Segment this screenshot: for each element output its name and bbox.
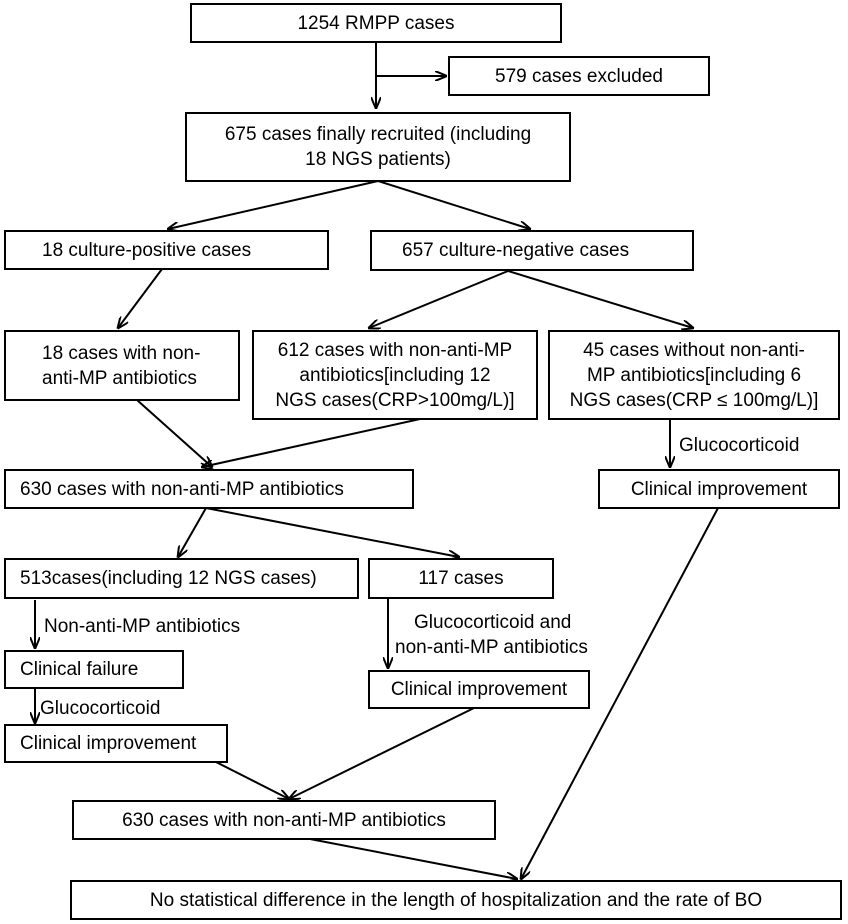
arrow-recruited-to-culture-pos: [168, 180, 379, 229]
box-45-line3: NGS cases(CRP ≤ 100mg/L)]: [569, 389, 819, 411]
box-612-line3: NGS cases(CRP>100mg/L)]: [275, 389, 515, 411]
box-clinical-improvement-right-text: Clinical improvement: [630, 478, 808, 500]
box-recruited-cases: 675 cases finally recruited (including 1…: [185, 112, 571, 182]
box-culture-negative: 657 culture-negative cases: [370, 230, 694, 271]
box-clinical-improvement-left-text: Clinical improvement: [20, 733, 197, 754]
box-45-cases: 45 cases without non-anti- MP antibiotic…: [548, 330, 840, 420]
arrow-culture-pos-to-nonanti: [118, 268, 163, 328]
label-glucocorticoid-right: Glucocorticoid: [679, 435, 800, 456]
arrow-left-improvement-to-final: [215, 761, 289, 799]
arrow-right-improvement-to-conclusion: [521, 507, 719, 879]
box-excluded-cases: 579 cases excluded: [448, 56, 710, 96]
arrow-culture-neg-to-45: [507, 270, 693, 328]
box-clinical-improvement-left: Clinical improvement: [4, 724, 228, 763]
box-recruited-line1: 675 cases finally recruited (including: [224, 124, 532, 145]
box-clinical-improvement-right: Clinical improvement: [598, 469, 840, 509]
box-clinical-improvement-mid: Clinical improvement: [368, 670, 590, 709]
box-630-cases-text: 630 cases with non-anti-MP antibiotics: [20, 478, 344, 500]
label-glucocorticoid-and: Glucocorticoid and: [414, 612, 572, 633]
arrow-630-to-513: [178, 507, 207, 557]
box-positive-non-anti-mp-line1: 18 cases with non-: [42, 342, 201, 364]
box-117-cases: 117 cases: [368, 558, 554, 599]
box-culture-negative-text: 657 culture-negative cases: [402, 240, 630, 261]
arrow-pos-nonanti-to-630: [136, 399, 212, 467]
box-culture-positive-text: 18 culture-positive cases: [42, 239, 252, 261]
box-630-cases: 630 cases with non-anti-MP antibiotics: [4, 469, 414, 509]
arrow-culture-neg-to-612: [369, 270, 509, 328]
box-rmpp-cases: 1254 RMPP cases: [190, 3, 562, 43]
box-positive-non-anti-mp-line2: anti-MP antibiotics: [42, 367, 197, 389]
box-excluded-cases-text: 579 cases excluded: [495, 65, 663, 87]
arrow-612-to-630: [202, 418, 421, 467]
box-513-cases: 513cases(including 12 NGS cases): [4, 558, 359, 599]
box-45-line2: MP antibiotics[including 6: [586, 364, 802, 386]
label-non-anti-mp-antibiotics-2: non-anti-MP antibiotics: [395, 637, 588, 658]
box-612-line1: 612 cases with non-anti-MP: [277, 339, 513, 361]
arrow-recruited-to-culture-neg: [377, 180, 530, 229]
box-recruited-line2: 18 NGS patients): [305, 149, 451, 170]
box-positive-non-anti-mp: 18 cases with non- anti-MP antibiotics: [4, 330, 240, 401]
box-612-line2: antibiotics[including 12: [299, 364, 491, 386]
box-final-630-cases: 630 cases with non-anti-MP antibiotics: [72, 800, 496, 840]
label-glucocorticoid-left: Glucocorticoid: [40, 698, 161, 719]
box-45-line1: 45 cases without non-anti-: [583, 339, 805, 361]
box-culture-positive: 18 culture-positive cases: [4, 230, 329, 270]
box-conclusion-text: No statistical difference in the length …: [149, 889, 763, 911]
label-non-anti-mp-antibiotics: Non-anti-MP antibiotics: [44, 616, 241, 637]
box-clinical-failure-text: Clinical failure: [20, 659, 139, 680]
box-rmpp-cases-text: 1254 RMPP cases: [297, 12, 455, 34]
box-clinical-improvement-mid-text: Clinical improvement: [390, 679, 568, 700]
box-612-cases: 612 cases with non-anti-MP antibiotics[i…: [252, 330, 538, 420]
arrow-630-to-117: [205, 507, 459, 557]
arrow-final-to-conclusion: [309, 838, 517, 879]
arrow-mid-improvement-to-final: [289, 707, 475, 799]
box-final-630-cases-text: 630 cases with non-anti-MP antibiotics: [122, 809, 446, 831]
box-513-cases-text: 513cases(including 12 NGS cases): [20, 568, 317, 589]
box-clinical-failure: Clinical failure: [4, 650, 184, 689]
box-conclusion: No statistical difference in the length …: [70, 880, 842, 920]
box-117-cases-text: 117 cases: [418, 568, 504, 589]
